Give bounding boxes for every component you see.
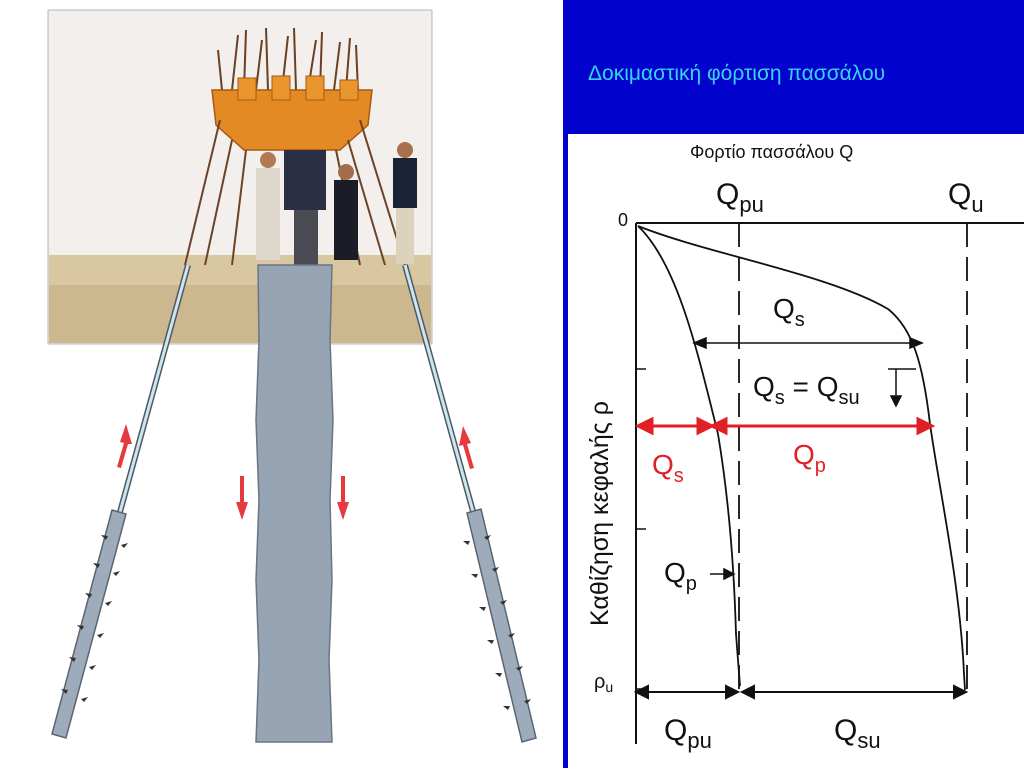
qu-top-label: Qu bbox=[948, 178, 984, 217]
red-qs-label: Qs bbox=[652, 449, 684, 487]
load-settlement-svg: Φορτίο πασσάλου Q Qpu Qu 0 Καθίζηση κεφα… bbox=[586, 142, 1024, 753]
rho-u-label: ρu bbox=[594, 671, 613, 695]
pile-test-illustration-svg bbox=[47, 9, 537, 743]
friction-arrow-down bbox=[236, 476, 349, 520]
workers bbox=[256, 142, 417, 264]
down-arrow-icon bbox=[888, 368, 916, 408]
pile-test-photo bbox=[47, 9, 433, 345]
top-axis-label: Φορτίο πασσάλου Q bbox=[690, 142, 853, 162]
red-qs-arrow bbox=[634, 416, 716, 436]
friction-arrow-up bbox=[117, 424, 474, 469]
tip-resistance-curve bbox=[637, 225, 741, 687]
total-load-curve bbox=[637, 225, 966, 691]
qsu-bottom-label: Qsu bbox=[834, 714, 881, 753]
red-qp-label: Qp bbox=[793, 439, 826, 477]
anchor-pile-left bbox=[51, 264, 191, 739]
load-settlement-diagram: Φορτίο πασσάλου Q Qpu Qu 0 Καθίζηση κεφα… bbox=[568, 134, 1024, 768]
qs-double-arrow bbox=[692, 336, 924, 350]
left-axis-label: Καθίζηση κεφαλής ρ bbox=[586, 401, 614, 626]
anchor-pile-right bbox=[402, 264, 537, 743]
qp-arrow bbox=[710, 567, 736, 581]
qpu-top-label: Qpu bbox=[716, 178, 764, 217]
qsu-bottom-arrow bbox=[739, 684, 969, 700]
pile-test-illustration bbox=[47, 9, 537, 743]
qp-label: Qp bbox=[664, 557, 697, 595]
origin-label: 0 bbox=[618, 210, 628, 230]
qpu-bottom-label: Qpu bbox=[664, 714, 712, 753]
qs-label: Qs bbox=[773, 293, 805, 331]
red-qp-arrow bbox=[708, 416, 936, 436]
qs-equals-qsu-label: Qs = Qsu bbox=[753, 371, 860, 409]
qpu-bottom-arrow bbox=[633, 684, 741, 700]
slide-title: Δοκιμαστική φόρτιση πασσάλου bbox=[588, 62, 886, 85]
test-pile-shaft bbox=[255, 264, 334, 743]
